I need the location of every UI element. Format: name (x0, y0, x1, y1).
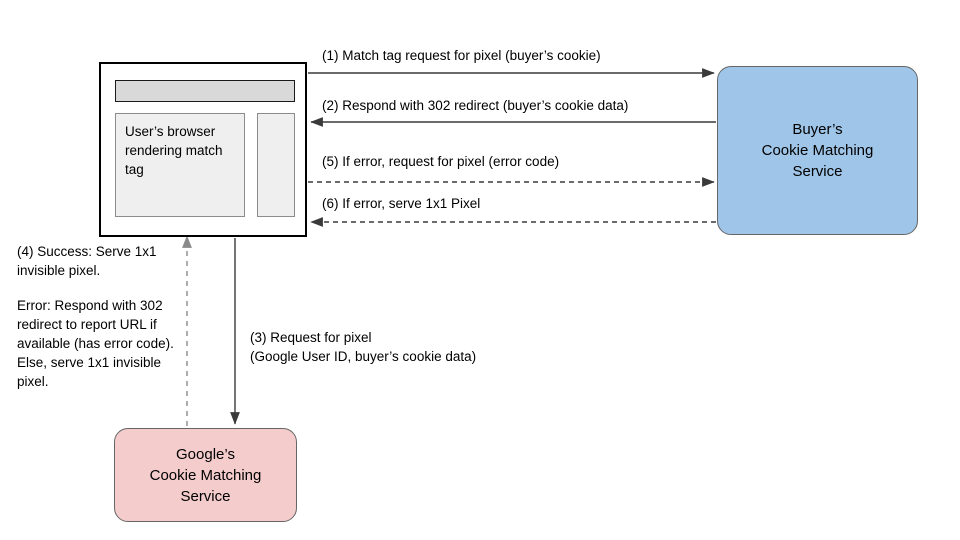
edge-label-step4-error: Error: Respond with 302 redirect to repo… (17, 298, 174, 389)
edge-label-step5: (5) If error, request for pixel (error c… (322, 154, 560, 169)
browser-content-label: User’s browser rendering match tag (125, 124, 223, 177)
node-google-label: Google’s Cookie Matching Service (149, 445, 262, 505)
edge-label-step6: (6) If error, serve 1x1 Pixel (322, 196, 481, 211)
node-buyer-cookie-matching-service: Buyer’s Cookie Matching Service (717, 66, 918, 235)
node-buyer-label: Buyer’s Cookie Matching Service (761, 121, 874, 180)
edge-label-step2: (2) Respond with 302 redirect (buyer’s c… (322, 98, 629, 113)
browser-url-bar (115, 80, 295, 102)
edge-label-step4: (4) Success: Serve 1x1 invisible pixel. (17, 244, 157, 278)
user-browser-window: User’s browser rendering match tag (99, 62, 307, 237)
browser-content-panel: User’s browser rendering match tag (115, 113, 245, 217)
browser-side-panel (257, 113, 295, 217)
edge-label-step3: (3) Request for pixel (Google User ID, b… (250, 330, 477, 364)
edge-label-step1: (1) Match tag request for pixel (buyer’s… (322, 48, 601, 63)
node-google-cookie-matching-service: Google’s Cookie Matching Service (114, 428, 297, 522)
